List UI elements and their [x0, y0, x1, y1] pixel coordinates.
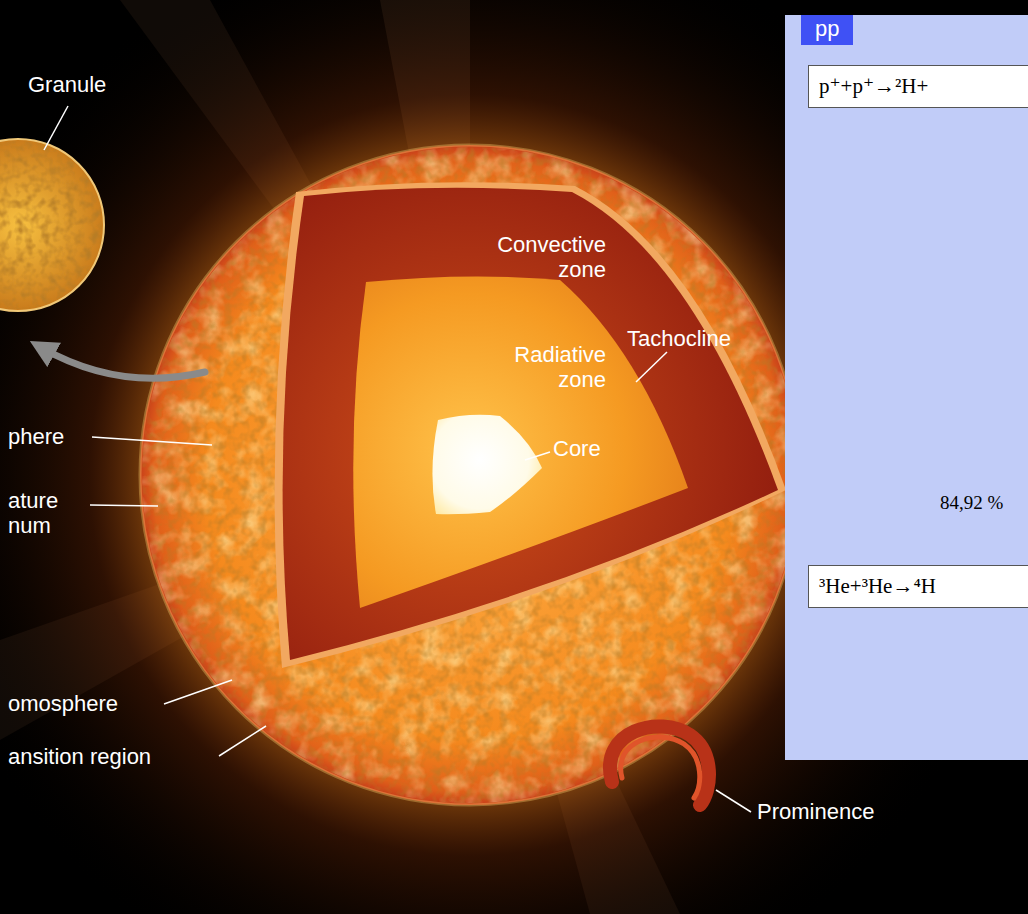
reaction-equation: ³He+³He→⁴H — [819, 574, 936, 599]
zoom-arrow — [42, 348, 205, 378]
granule-inset — [0, 139, 104, 311]
granulation-fine — [142, 147, 798, 803]
panel-tag: pp — [801, 15, 853, 45]
prominence-loop — [610, 726, 709, 805]
granule-texture — [0, 141, 102, 309]
reaction-box: p⁺+p⁺→²H+ — [808, 65, 1028, 108]
granule-label: Granule — [28, 72, 106, 97]
branch-percentage: 84,92 % — [940, 492, 1003, 514]
prominence-label: Prominence — [757, 799, 874, 824]
photosphere-rim — [140, 145, 800, 805]
reaction-equation: p⁺+p⁺→²H+ — [819, 74, 928, 99]
layer-label: ature num — [8, 488, 80, 539]
layer-label: omosphere — [8, 691, 118, 716]
chain-panel: pp p⁺+p⁺→²H+ ³He+³He→⁴H — [785, 15, 1028, 760]
cut-edge — [275, 182, 786, 668]
convective-zone — [283, 188, 778, 660]
layer-label: Tachocline — [627, 326, 731, 351]
granulation — [142, 147, 798, 803]
layer-label: ansition region — [8, 744, 151, 769]
sun-disc — [140, 145, 800, 805]
reaction-box: ³He+³He→⁴H — [808, 565, 1028, 608]
core — [432, 415, 542, 515]
leader-lines — [44, 106, 751, 812]
zone-label: Convective zone — [476, 232, 606, 283]
zone-label: Radiative zone — [494, 342, 606, 393]
layer-label: phere — [8, 424, 64, 449]
core-label: Core — [553, 436, 601, 461]
